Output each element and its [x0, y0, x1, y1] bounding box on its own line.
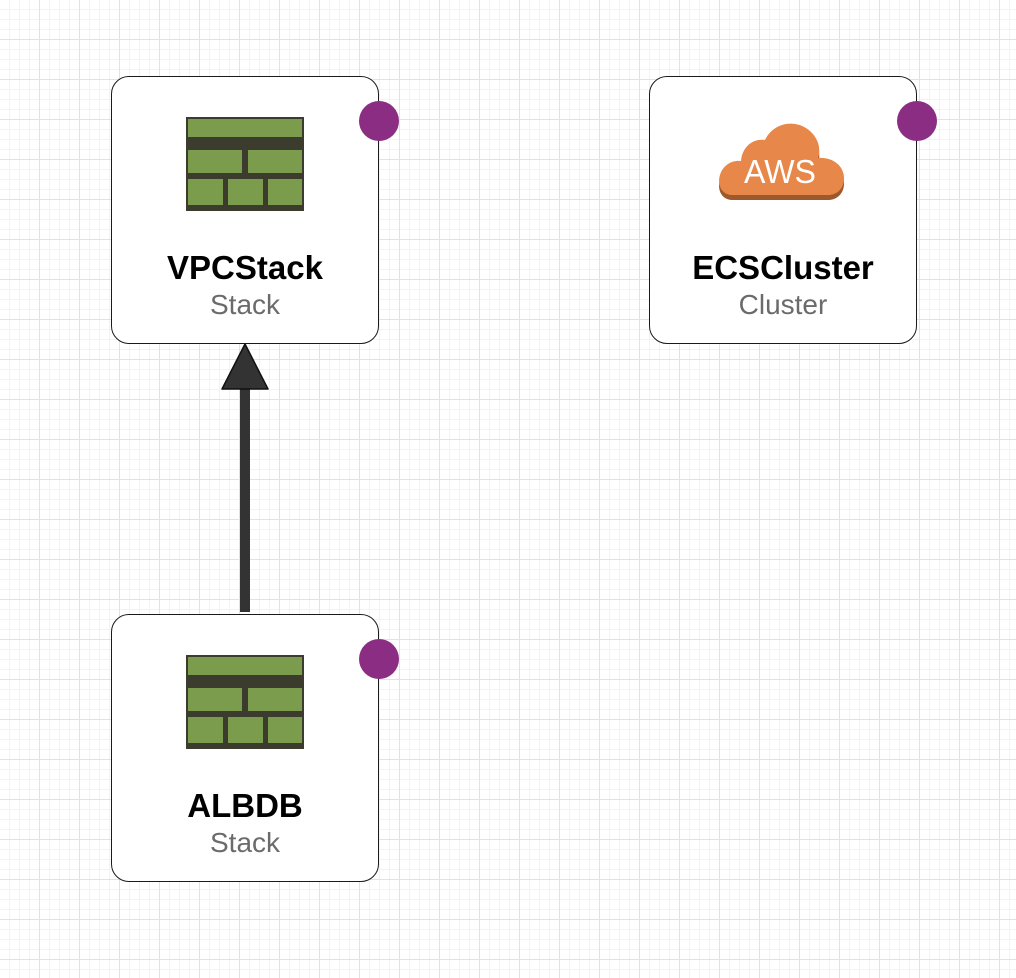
edge-arrowhead: [221, 343, 269, 390]
node-title: ALBDB: [187, 787, 303, 824]
aws-cloud-body: [719, 123, 845, 195]
node-ecscluster[interactable]: AWS ECSCluster Cluster: [649, 76, 937, 344]
node-albdb[interactable]: ALBDB Stack: [111, 614, 399, 882]
node-vpcstack[interactable]: VPCStack Stack: [111, 76, 399, 344]
status-indicator[interactable]: [359, 639, 399, 679]
firewall-stack-icon: [112, 655, 378, 755]
node-subtitle: Stack: [209, 827, 281, 858]
status-indicator[interactable]: [897, 101, 937, 141]
status-indicator[interactable]: [359, 101, 399, 141]
node-title: VPCStack: [167, 249, 323, 286]
aws-cloud-label: AWS: [744, 153, 816, 190]
aws-cloud-icon: AWS: [650, 117, 916, 217]
node-title: ECSCluster: [692, 249, 874, 286]
node-subtitle: Stack: [209, 289, 281, 320]
node-subtitle: Cluster: [738, 289, 828, 320]
firewall-stack-icon: [112, 117, 378, 217]
